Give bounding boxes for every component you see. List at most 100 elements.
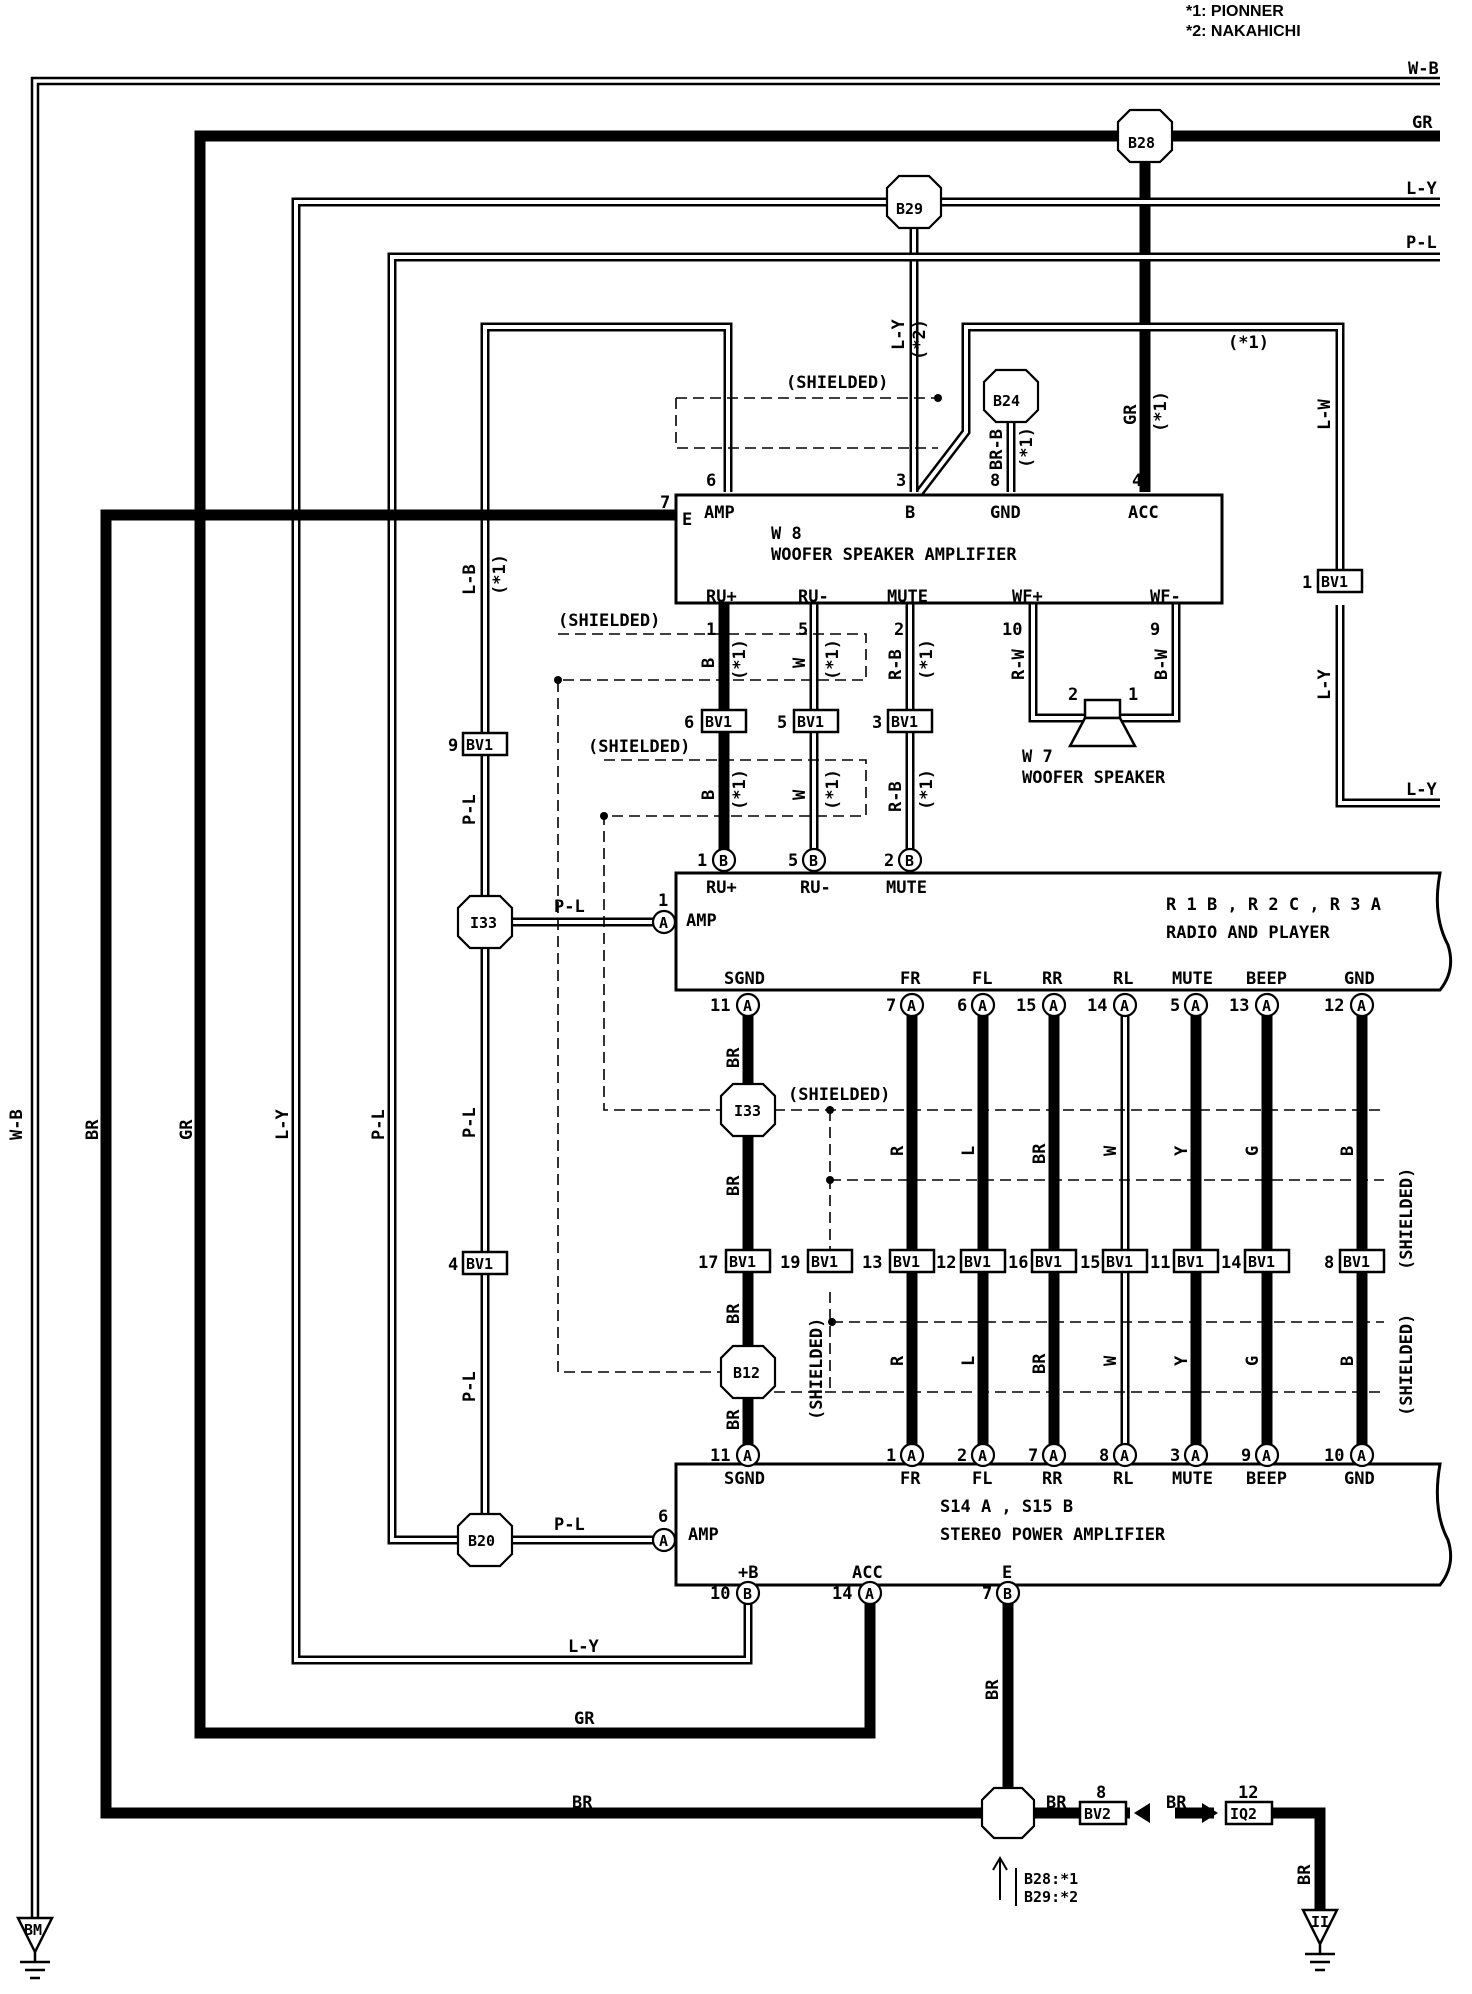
svg-text:4: 4 xyxy=(448,1255,458,1275)
svg-text:P-L: P-L xyxy=(460,794,480,825)
svg-text:A: A xyxy=(1049,1447,1058,1465)
svg-text:1: 1 xyxy=(706,620,716,640)
svg-text:A: A xyxy=(1357,997,1366,1015)
splice-ground-joint xyxy=(980,1786,1036,1840)
amp-pin-mute: MUTE xyxy=(887,587,928,607)
shield-5 xyxy=(774,1321,1384,1393)
svg-text:5: 5 xyxy=(1170,996,1180,1016)
svg-text:B28: B28 xyxy=(1128,134,1155,152)
svg-text:(SHIELDED): (SHIELDED) xyxy=(786,373,888,393)
woofer-amp-box: E AMP B GND ACC W 8 WOOFER SPEAKER AMPLI… xyxy=(674,493,1224,607)
legend-notes: *1: PIONNER *2: NAKAHICHI xyxy=(1186,3,1301,40)
svg-text:BR: BR xyxy=(1046,1793,1067,1813)
svg-text:8: 8 xyxy=(1324,1253,1334,1273)
svg-text:12: 12 xyxy=(1324,996,1344,1016)
svg-text:BR: BR xyxy=(1030,1353,1050,1374)
shield-3 xyxy=(603,759,867,1111)
svg-text:6: 6 xyxy=(684,713,694,733)
svg-text:10: 10 xyxy=(710,1584,730,1604)
amp-pin-b: B xyxy=(905,503,915,523)
stereo-pin-beep: BEEP xyxy=(1246,1469,1287,1489)
amp-pin-wf-minus: WF- xyxy=(1150,587,1181,607)
wire-ly xyxy=(291,197,1440,1665)
svg-text:B20: B20 xyxy=(468,1532,495,1550)
svg-text:BR: BR xyxy=(724,1303,744,1324)
svg-text:BR: BR xyxy=(1295,1864,1315,1885)
woofer-speaker-code: W 7 xyxy=(1022,747,1053,767)
svg-text:13: 13 xyxy=(1229,996,1249,1016)
ground-bm-label: BM xyxy=(24,1921,42,1939)
svg-text:14: 14 xyxy=(832,1584,852,1604)
svg-text:BR: BR xyxy=(572,1793,593,1813)
svg-text:10: 10 xyxy=(1002,620,1022,640)
radio-pin-mute2: MUTE xyxy=(1172,969,1213,989)
svg-text:9: 9 xyxy=(1241,1446,1251,1466)
svg-text:(*1): (*1) xyxy=(730,639,750,680)
svg-text:2: 2 xyxy=(884,851,894,871)
ground-ii-label: II xyxy=(1311,1913,1329,1931)
svg-text:B: B xyxy=(719,852,728,870)
svg-text:9: 9 xyxy=(1150,620,1160,640)
svg-text:A: A xyxy=(1120,1447,1129,1465)
splices: B28 B29 B24 I33 I33 B12 B20 xyxy=(456,108,1174,1840)
svg-text:7: 7 xyxy=(1028,1446,1038,1466)
svg-text:A: A xyxy=(659,1532,668,1550)
svg-text:L-Y: L-Y xyxy=(1406,780,1437,800)
shield-4 xyxy=(774,1109,1384,1181)
svg-text:11: 11 xyxy=(710,996,730,1016)
svg-text:A: A xyxy=(907,997,916,1015)
svg-text:BV1: BV1 xyxy=(811,1253,838,1271)
svg-text:Y: Y xyxy=(1172,1355,1192,1366)
stereo-pin-gnd: GND xyxy=(1344,1469,1375,1489)
svg-text:B: B xyxy=(1338,1356,1358,1366)
svg-text:BV1: BV1 xyxy=(466,1255,493,1273)
svg-text:BR-B: BR-B xyxy=(987,429,1007,470)
svg-text:BV2: BV2 xyxy=(1084,1805,1111,1823)
svg-text:L-B: L-B xyxy=(460,564,480,595)
svg-text:W: W xyxy=(790,789,810,800)
svg-text:A: A xyxy=(743,1447,752,1465)
svg-text:7: 7 xyxy=(660,493,670,513)
radio-pin-amp: AMP xyxy=(686,911,717,931)
woofer-speaker: 2 1 W 7 WOOFER SPEAKER xyxy=(1022,685,1166,788)
svg-text:(*1): (*1) xyxy=(917,769,937,810)
svg-text:1: 1 xyxy=(697,851,707,871)
svg-text:R-W: R-W xyxy=(1009,649,1029,680)
amp-pin-ru-plus: RU+ xyxy=(706,587,737,607)
amp-pin-amp: AMP xyxy=(704,503,735,523)
svg-text:3: 3 xyxy=(872,713,882,733)
svg-text:L: L xyxy=(959,1356,979,1366)
svg-text:5: 5 xyxy=(788,851,798,871)
wire-gr xyxy=(194,130,1440,1739)
svg-text:BV1: BV1 xyxy=(1321,573,1348,591)
woofer-amp-name: WOOFER SPEAKER AMPLIFIER xyxy=(771,545,1017,565)
ground-bm: BM xyxy=(15,1916,55,1980)
svg-text:(SHIELDED): (SHIELDED) xyxy=(788,1085,890,1105)
wire-pl xyxy=(387,252,1440,1545)
svg-text:A: A xyxy=(743,997,752,1015)
radio-pin-fr: FR xyxy=(900,969,921,989)
svg-text:4: 4 xyxy=(1132,471,1142,491)
svg-text:G: G xyxy=(1243,1356,1263,1366)
wire-br-ground xyxy=(1002,1593,1080,1819)
svg-text:A: A xyxy=(1262,997,1271,1015)
svg-text:L-Y: L-Y xyxy=(1315,669,1335,700)
svg-text:BV1: BV1 xyxy=(964,1253,991,1271)
stereo-pin-rr: RR xyxy=(1042,1469,1063,1489)
svg-text:I33: I33 xyxy=(734,1102,761,1120)
svg-text:L-Y: L-Y xyxy=(889,319,909,350)
svg-text:BR: BR xyxy=(724,1409,744,1430)
svg-text:P-L: P-L xyxy=(460,1107,480,1138)
shield-2 xyxy=(557,633,867,1373)
